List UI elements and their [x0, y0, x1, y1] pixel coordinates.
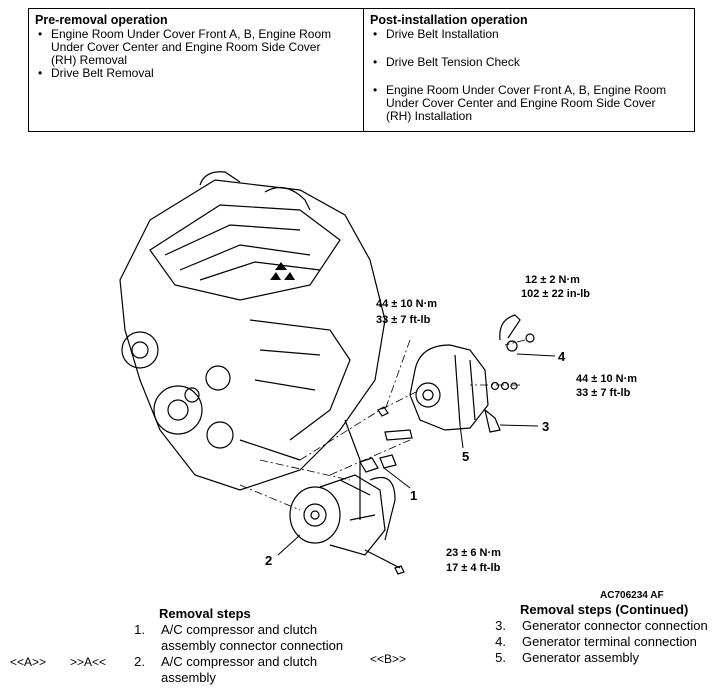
pre-removal-heading: Pre-removal operation	[35, 13, 168, 27]
svg-text:44 ± 10 N·m: 44 ± 10 N·m	[576, 373, 637, 385]
pre-removal-list: Engine Room Under Cover Front A, B, Engi…	[35, 28, 357, 81]
post-installation-heading: Post-installation operation	[370, 13, 528, 27]
svg-text:23 ± 6 N·m: 23 ± 6 N·m	[446, 547, 501, 559]
figure-id: AC706234 AF	[600, 590, 664, 601]
pre-removal-column: Pre-removal operation Engine Room Under …	[29, 9, 364, 131]
svg-text:12 ± 2 N·m: 12 ± 2 N·m	[525, 274, 580, 286]
post-installation-item: Drive Belt Installation	[370, 28, 688, 42]
generator-exploded-diagram: 12 ± 2 N·m 102 ± 22 in-lb 44 ± 10 N·m 33…	[119, 171, 637, 575]
svg-text:33 ± 7 ft-lb: 33 ± 7 ft-lb	[376, 314, 431, 326]
leader-lines	[277, 353, 556, 556]
svg-text:17 ± 4 ft-lb: 17 ± 4 ft-lb	[446, 562, 501, 574]
removal-step: 3. Generator connector connection	[495, 618, 708, 633]
torque-spec-1: 12 ± 2 N·m 102 ± 22 in-lb	[521, 274, 590, 300]
post-installation-item: Drive Belt Tension Check	[370, 56, 688, 70]
callout-2: 2	[265, 553, 272, 568]
torque-spec-2: 44 ± 10 N·m 33 ± 7 ft-lb	[376, 298, 437, 326]
callout-5: 5	[462, 449, 469, 464]
engine-illustration	[119, 171, 396, 541]
svg-text:102 ± 22 in-lb: 102 ± 22 in-lb	[521, 288, 590, 300]
ref-removal-b: <<B>>	[370, 652, 407, 666]
removal-step: 1. A/C compressor and clutch assembly co…	[134, 622, 344, 653]
removal-step: 5. Generator assembly	[495, 650, 640, 665]
removal-step: 2. A/C compressor and clutch assembly	[134, 654, 318, 685]
removal-steps-title: Removal steps	[159, 606, 251, 621]
ref-removal-a: <<A>>	[10, 655, 47, 669]
torque-spec-3: 44 ± 10 N·m 33 ± 7 ft-lb	[576, 373, 637, 399]
removal-steps: Removal steps 1. A/C compressor and clut…	[115, 606, 361, 686]
ref-installation-a: >>A<<	[70, 655, 107, 669]
removal-step: 4. Generator terminal connection	[495, 634, 697, 649]
removal-steps-continued-title: Removal steps (Continued)	[520, 602, 689, 617]
callout-1: 1	[410, 488, 417, 503]
guide-lines	[239, 339, 526, 511]
callout-3: 3	[542, 419, 549, 434]
torque-spec-4: 23 ± 6 N·m 17 ± 4 ft-lb	[446, 547, 501, 574]
svg-text:33 ± 7 ft-lb: 33 ± 7 ft-lb	[576, 387, 631, 399]
pre-removal-item: Engine Room Under Cover Front A, B, Engi…	[35, 28, 357, 67]
generator-illustration	[377, 314, 535, 441]
svg-text:44 ± 10 N·m: 44 ± 10 N·m	[376, 298, 437, 310]
post-installation-list: Drive Belt Installation Drive Belt Tensi…	[370, 28, 688, 123]
removal-steps-continued: Removal steps (Continued) 3. Generator c…	[476, 602, 719, 666]
compressor-illustration	[289, 454, 405, 575]
pre-removal-item: Drive Belt Removal	[35, 67, 357, 81]
post-installation-item: Engine Room Under Cover Front A, B, Engi…	[370, 84, 688, 123]
operations-table: Pre-removal operation Engine Room Under …	[28, 8, 695, 132]
post-installation-column: Post-installation operation Drive Belt I…	[364, 9, 694, 131]
callout-4: 4	[558, 349, 566, 364]
